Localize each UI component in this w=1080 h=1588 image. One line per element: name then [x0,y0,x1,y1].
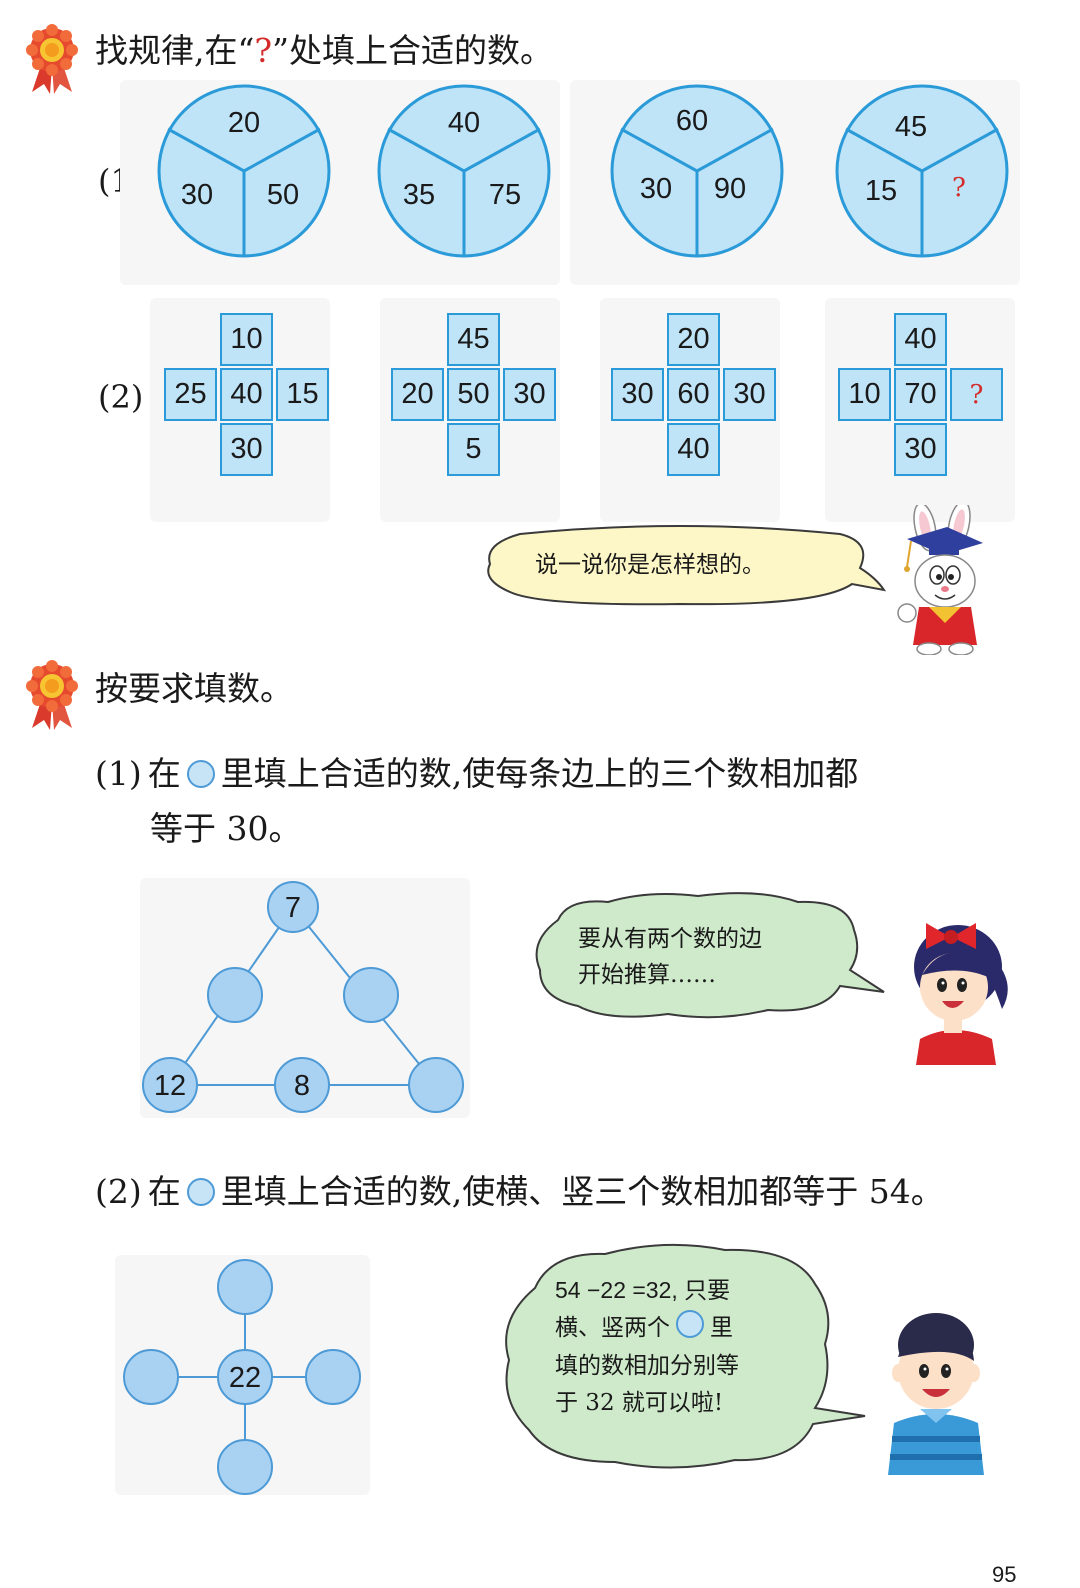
cross-puzzle-3: 20 30 60 30 40 [611,313,776,478]
cross-center-cell: 70 [894,368,947,421]
node-bottom-mid-value: 8 [294,1070,310,1102]
cross-center-cell: 50 [447,368,500,421]
rabbit-speech-bubble [487,525,887,606]
circle-left-value: 30 [181,179,213,211]
circle-top-value: 40 [448,107,480,139]
boy-speech-bubble [505,1243,866,1469]
node-center [217,1349,273,1405]
circle-puzzle-2: 40 35 75 [377,84,551,258]
page-number: 95 [992,1562,1017,1587]
cross-bottom-cell: 30 [220,423,273,476]
blank-node-bottom[interactable] [217,1439,273,1495]
circle-puzzle-1: 20 30 50 [157,84,331,258]
circle-unknown-value[interactable]: ? [952,173,966,203]
circle-puzzle-3: 60 30 90 [610,84,784,258]
cross-right-cell: 30 [723,368,776,421]
node-top [267,881,319,933]
cross-top-cell: 40 [894,313,947,366]
blank-circle-icon [186,760,215,788]
girl-illustration [914,923,1008,1065]
blank-node-right[interactable] [305,1349,361,1405]
award-ribbon-icon [26,24,78,94]
section1-title: 找规律,在“?”处填上合适的数。 [95,31,553,70]
cross-left-cell: 25 [164,368,217,421]
award-ribbon-icon [26,660,78,730]
cross-top-cell: 10 [220,313,273,366]
circle-right-value: 90 [714,173,746,205]
cross-bottom-cell: 5 [447,423,500,476]
cross-left-cell: 30 [611,368,664,421]
girl-speech-text: 要从有两个数的边 开始推算…… [578,926,762,988]
cross-right-cell: 30 [503,368,556,421]
boy-illustration [888,1313,984,1475]
cross-top-cell: 20 [667,313,720,366]
blank-circle-icon [186,1178,215,1206]
circle-top-value: 45 [895,111,927,143]
circle-left-value: 35 [403,179,435,211]
blank-circle-icon [676,1310,704,1339]
blank-node-left[interactable] [123,1349,179,1405]
cross-puzzle-2: 45 20 50 30 5 [391,313,556,478]
blank-node-right[interactable] [343,967,399,1023]
cross-center-cell: 40 [220,368,273,421]
cross-puzzle-1: 10 25 40 15 30 [164,313,329,478]
cross-puzzle-4: 40 10 70 ? 30 [838,313,1003,478]
girl-speech-bubble [535,892,885,1019]
part2-label: (2) [98,378,144,416]
blank-node-bottom-right[interactable] [408,1057,464,1113]
blank-node-left[interactable] [207,967,263,1023]
cross-left-cell: 20 [391,368,444,421]
q1-instruction-line2: 等于 30。 [150,809,302,848]
circle-top-value: 20 [228,107,260,139]
cross-center-cell: 60 [667,368,720,421]
blank-node-top[interactable] [217,1259,273,1315]
cross-unknown-cell[interactable]: ? [950,368,1003,421]
cross-bottom-cell: 40 [667,423,720,476]
node-top-value: 7 [285,892,301,924]
circle-left-value: 15 [865,175,897,207]
cross-top-cell: 45 [447,313,500,366]
rabbit-speech-text: 说一说你是怎样想的。 [535,552,765,578]
cross-left-cell: 10 [838,368,891,421]
circle-right-value: 50 [267,179,299,211]
node-bottom-left [142,1057,198,1113]
section2-title: 按要求填数。 [95,669,293,708]
node-bottom-left-value: 12 [154,1070,186,1102]
rabbit-professor-illustration [897,505,983,655]
boy-speech-text: 54 −22 =32, 只要 横、竖两个里 填的数相加分别等 于 32 就可以啦… [555,1277,739,1416]
cross-bottom-cell: 30 [894,423,947,476]
triangle-diagram: 7 12 8 [142,881,464,1113]
node-bottom-mid [274,1057,330,1113]
node-center-value: 22 [229,1362,261,1394]
plus-diagram: 22 [123,1259,361,1495]
circle-left-value: 30 [640,173,672,205]
cross-right-cell: 15 [276,368,329,421]
circle-puzzle-4: 45 15 ? [835,84,1009,258]
circle-top-value: 60 [676,105,708,137]
q2-instruction: (2)在里填上合适的数,使横、竖三个数相加都等于 54。 [95,1172,944,1211]
q1-instruction: (1)在里填上合适的数,使每条边上的三个数相加都 [95,754,859,793]
circle-right-value: 75 [489,179,521,211]
